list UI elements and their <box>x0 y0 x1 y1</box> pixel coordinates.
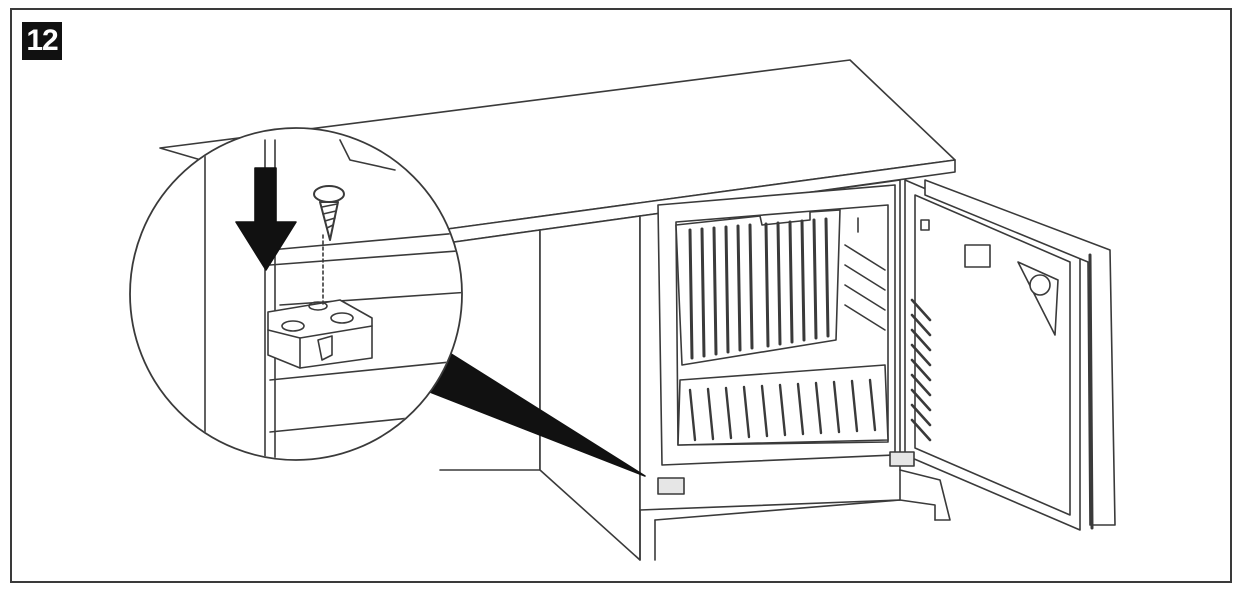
hinge-location-icon <box>657 477 685 495</box>
shelf-grille <box>688 378 877 442</box>
back-grille <box>688 217 830 360</box>
zoom-detail <box>129 127 463 461</box>
step-number-badge: 12 <box>22 22 62 60</box>
side-rails <box>844 217 886 331</box>
door-gasket <box>910 298 932 442</box>
screw-icon <box>313 185 345 241</box>
fridge-interior <box>657 184 896 466</box>
open-door <box>889 179 1116 531</box>
door-latch-icon <box>964 244 991 268</box>
lower-hinge-icon <box>889 451 915 467</box>
down-arrow-icon <box>235 167 297 271</box>
